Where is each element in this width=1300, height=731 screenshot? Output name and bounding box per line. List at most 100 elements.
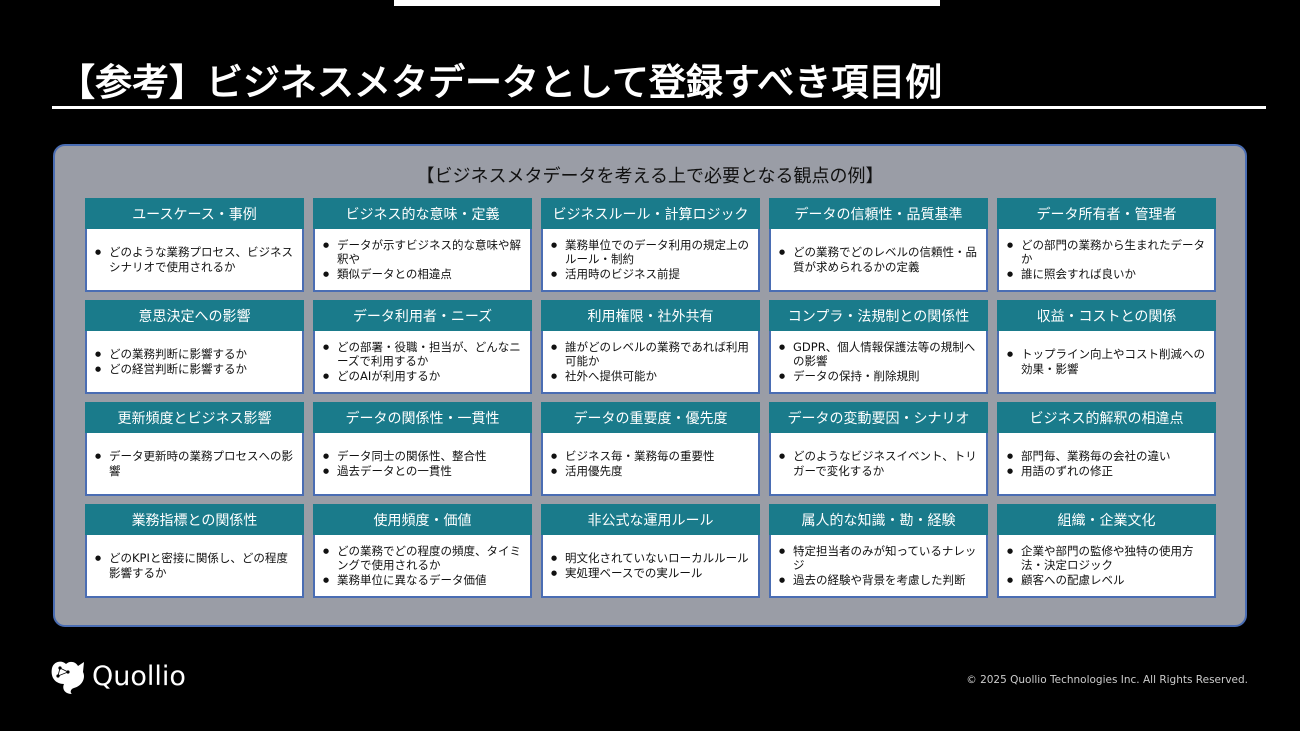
card-list-item: 類似データとの相違点 <box>323 267 522 282</box>
card-body: どのKPIと密接に関係し、どの程度影響するか <box>85 535 304 598</box>
card-list-item: 活用時のビジネス前提 <box>551 267 750 282</box>
card-list-item: データ同士の関係性、整合性 <box>323 449 486 464</box>
perspective-card: ビジネス的な意味・定義データが示すビジネス的な意味や解釈や類似データとの相違点 <box>313 198 532 292</box>
card-list-item: 業務単位でのデータ利用の規定上のルール・制約 <box>551 238 750 267</box>
card-body: 誰がどのレベルの業務であれば利用可能か社外へ提供可能か <box>541 331 760 394</box>
panel-subtitle: 【ビジネスメタデータを考える上で必要となる観点の例】 <box>416 166 884 187</box>
card-list: 明文化されていないローカルルール実処理ベースでの実ルール <box>549 551 749 580</box>
top-bar <box>394 0 940 6</box>
card-body: 明文化されていないローカルルール実処理ベースでの実ルール <box>541 535 760 598</box>
card-list: どのようなビジネスイベント、トリガーで変化するか <box>777 449 978 478</box>
card-list: どの業務判断に影響するかどの経営判断に影響するか <box>93 347 247 376</box>
card-body: どの業務でどの程度の頻度、タイミングで使用されるか業務単位に異なるデータ価値 <box>313 535 532 598</box>
card-list-item: 活用優先度 <box>551 464 715 479</box>
card-body: ビジネス毎・業務毎の重要性活用優先度 <box>541 433 760 496</box>
perspective-card: データ利用者・ニーズどの部署・役職・担当が、どんなニーズで利用するかどのAIが利… <box>313 300 532 394</box>
card-title: 使用頻度・価値 <box>313 504 532 535</box>
card-list: どの業務でどのレベルの信頼性・品質が求められるかの定義 <box>777 245 978 274</box>
card-list: どのような業務プロセス、ビジネスシナリオで使用されるか <box>93 245 294 274</box>
card-title: ビジネス的解釈の相違点 <box>997 402 1216 433</box>
card-list-item: 誰に照会すれば良いか <box>1007 267 1206 282</box>
card-body: どの部署・役職・担当が、どんなニーズで利用するかどのAIが利用するか <box>313 331 532 394</box>
card-list: 誰がどのレベルの業務であれば利用可能か社外へ提供可能か <box>549 340 750 384</box>
perspective-card: データ所有者・管理者どの部門の業務から生まれたデータか誰に照会すれば良いか <box>997 198 1216 292</box>
perspective-card: データの変動要因・シナリオどのようなビジネスイベント、トリガーで変化するか <box>769 402 988 496</box>
card-body: データ更新時の業務プロセスへの影響 <box>85 433 304 496</box>
card-title: 属人的な知識・勘・経験 <box>769 504 988 535</box>
card-title: データの関係性・一貫性 <box>313 402 532 433</box>
card-list-item: ビジネス毎・業務毎の重要性 <box>551 449 714 464</box>
card-list-item: どの経営判断に影響するか <box>95 362 247 377</box>
perspective-card: ユースケース・事例どのような業務プロセス、ビジネスシナリオで使用されるか <box>85 198 304 292</box>
card-list-item: 特定担当者のみが知っているナレッジ <box>779 544 978 573</box>
card-list-item: どのような業務プロセス、ビジネスシナリオで使用されるか <box>95 245 294 274</box>
card-body: どの部門の業務から生まれたデータか誰に照会すれば良いか <box>997 229 1216 292</box>
card-list-item: 過去データとの一貫性 <box>323 464 487 479</box>
perspective-card: 収益・コストとの関係トップライン向上やコスト削減への効果・影響 <box>997 300 1216 394</box>
copyright: © 2025 Quollio Technologies Inc. All Rig… <box>966 674 1248 686</box>
card-list: 部門毎、業務毎の会社の違い用語のずれの修正 <box>1005 449 1171 479</box>
card-list-item: どのようなビジネスイベント、トリガーで変化するか <box>779 449 978 478</box>
quollio-logo: Quollio <box>48 658 186 694</box>
perspective-card: 利用権限・社外共有誰がどのレベルの業務であれば利用可能か社外へ提供可能か <box>541 300 760 394</box>
perspectives-panel: 【ビジネスメタデータを考える上で必要となる観点の例】 ユースケース・事例どのよう… <box>53 144 1247 627</box>
card-list-item: どの部署・役職・担当が、どんなニーズで利用するか <box>323 340 522 369</box>
perspective-card: ビジネスルール・計算ロジック業務単位でのデータ利用の規定上のルール・制約活用時の… <box>541 198 760 292</box>
card-list-item: データの保持・削除規則 <box>779 369 978 384</box>
card-body: どの業務判断に影響するかどの経営判断に影響するか <box>85 331 304 394</box>
card-body: GDPR、個人情報保護法等の規制への影響データの保持・削除規則 <box>769 331 988 394</box>
card-list-item: トップライン向上やコスト削減への効果・影響 <box>1007 347 1206 376</box>
card-list-item: どのAIが利用するか <box>323 369 522 384</box>
card-title: 更新頻度とビジネス影響 <box>85 402 304 433</box>
card-title: 非公式な運用ルール <box>541 504 760 535</box>
card-list-item: 明文化されていないローカルルール <box>551 551 749 566</box>
card-list-item: 企業や部門の監修や独特の使用方法・決定ロジック <box>1007 544 1206 573</box>
card-list: GDPR、個人情報保護法等の規制への影響データの保持・削除規則 <box>777 340 978 384</box>
card-title: データの変動要因・シナリオ <box>769 402 988 433</box>
card-title: コンプラ・法規制との関係性 <box>769 300 988 331</box>
perspective-card: 使用頻度・価値どの業務でどの程度の頻度、タイミングで使用されるか業務単位に異なる… <box>313 504 532 598</box>
card-list: どの部署・役職・担当が、どんなニーズで利用するかどのAIが利用するか <box>321 340 522 384</box>
card-list-item: データが示すビジネス的な意味や解釈や <box>323 238 522 267</box>
card-list: 特定担当者のみが知っているナレッジ過去の経験や背景を考慮した判断 <box>777 544 978 588</box>
card-title: データの信頼性・品質基準 <box>769 198 988 229</box>
card-title: 組織・企業文化 <box>997 504 1216 535</box>
card-title: 意思決定への影響 <box>85 300 304 331</box>
card-list-item: 誰がどのレベルの業務であれば利用可能か <box>551 340 750 369</box>
card-body: データが示すビジネス的な意味や解釈や類似データとの相違点 <box>313 229 532 292</box>
card-list-item: データ更新時の業務プロセスへの影響 <box>95 449 294 478</box>
card-grid: ユースケース・事例どのような業務プロセス、ビジネスシナリオで使用されるかビジネス… <box>85 198 1216 598</box>
card-body: どのようなビジネスイベント、トリガーで変化するか <box>769 433 988 496</box>
card-body: 特定担当者のみが知っているナレッジ過去の経験や背景を考慮した判断 <box>769 535 988 598</box>
perspective-card: コンプラ・法規制との関係性 GDPR、個人情報保護法等の規制への影響データの保持・… <box>769 300 988 394</box>
card-list: ビジネス毎・業務毎の重要性活用優先度 <box>549 449 715 479</box>
card-list-item: 実処理ベースでの実ルール <box>551 566 749 581</box>
perspective-card: 組織・企業文化企業や部門の監修や独特の使用方法・決定ロジック顧客への配慮レベル <box>997 504 1216 598</box>
card-list: 業務単位でのデータ利用の規定上のルール・制約活用時のビジネス前提 <box>549 238 750 282</box>
perspective-card: データの信頼性・品質基準どの業務でどのレベルの信頼性・品質が求められるかの定義 <box>769 198 988 292</box>
perspective-card: 更新頻度とビジネス影響データ更新時の業務プロセスへの影響 <box>85 402 304 496</box>
card-list: トップライン向上やコスト削減への効果・影響 <box>1005 347 1206 376</box>
card-body: トップライン向上やコスト削減への効果・影響 <box>997 331 1216 394</box>
card-list: データが示すビジネス的な意味や解釈や類似データとの相違点 <box>321 238 522 282</box>
card-list: どの部門の業務から生まれたデータか誰に照会すれば良いか <box>1005 238 1206 282</box>
card-list-item: 社外へ提供可能か <box>551 369 750 384</box>
title-divider <box>52 106 1266 109</box>
card-title: データ利用者・ニーズ <box>313 300 532 331</box>
perspective-card: ビジネス的解釈の相違点部門毎、業務毎の会社の違い用語のずれの修正 <box>997 402 1216 496</box>
card-body: どの業務でどのレベルの信頼性・品質が求められるかの定義 <box>769 229 988 292</box>
card-list-item: どの部門の業務から生まれたデータか <box>1007 238 1206 267</box>
perspective-card: 業務指標との関係性どのKPIと密接に関係し、どの程度影響するか <box>85 504 304 598</box>
card-list-item: 業務単位に異なるデータ価値 <box>323 573 522 588</box>
card-list-item: 用語のずれの修正 <box>1007 464 1171 479</box>
card-title: データ所有者・管理者 <box>997 198 1216 229</box>
card-title: 利用権限・社外共有 <box>541 300 760 331</box>
quokka-logo-icon <box>51 661 84 694</box>
card-title: ビジネスルール・計算ロジック <box>541 198 760 229</box>
perspective-card: 意思決定への影響どの業務判断に影響するかどの経営判断に影響するか <box>85 300 304 394</box>
logo-text: Quollio <box>92 660 186 692</box>
card-title: ユースケース・事例 <box>85 198 304 229</box>
card-list: どのKPIと密接に関係し、どの程度影響するか <box>93 551 294 580</box>
perspective-card: データの重要度・優先度ビジネス毎・業務毎の重要性活用優先度 <box>541 402 760 496</box>
card-body: 企業や部門の監修や独特の使用方法・決定ロジック顧客への配慮レベル <box>997 535 1216 598</box>
